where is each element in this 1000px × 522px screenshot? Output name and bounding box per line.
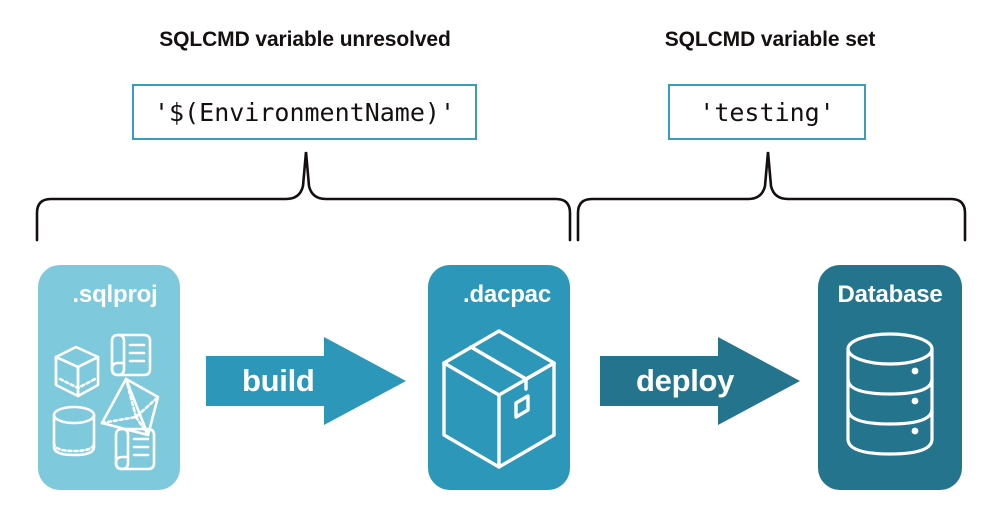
project-objects-icon (52, 333, 160, 471)
scroll-icon-bottom (114, 427, 156, 471)
arrow-deploy: deploy (600, 335, 800, 427)
database-cylinder-icon (846, 332, 934, 456)
arrow-deploy-label: deploy (636, 363, 735, 398)
cylinder-icon (52, 405, 96, 457)
pyramid-icon (100, 377, 160, 437)
arrow-build: build (206, 335, 406, 427)
package-box-icon (442, 329, 556, 469)
arrow-deploy-icon (600, 337, 800, 425)
cube-icon (54, 345, 100, 398)
brace-right-icon (576, 151, 967, 242)
annotation-label-set: SQLCMD variable set (664, 28, 876, 51)
code-value-box-unresolved: '$(EnvironmentName)' (132, 84, 477, 140)
scroll-icon-top (110, 333, 152, 377)
stage-title-dacpac: .dacpac (463, 281, 551, 308)
brace-left-icon (35, 151, 572, 242)
arrow-build-icon (206, 337, 406, 425)
stage-box-database: Database (818, 265, 962, 490)
arrow-build-label: build (242, 363, 315, 398)
code-value-box-set: 'testing' (668, 84, 866, 140)
stage-title-sqlproj: .sqlproj (72, 281, 158, 308)
annotation-label-unresolved: SQLCMD variable unresolved (159, 28, 451, 51)
stage-box-sqlproj: .sqlproj (38, 265, 180, 490)
stage-title-database: Database (837, 281, 943, 308)
stage-box-dacpac: .dacpac (428, 265, 570, 490)
